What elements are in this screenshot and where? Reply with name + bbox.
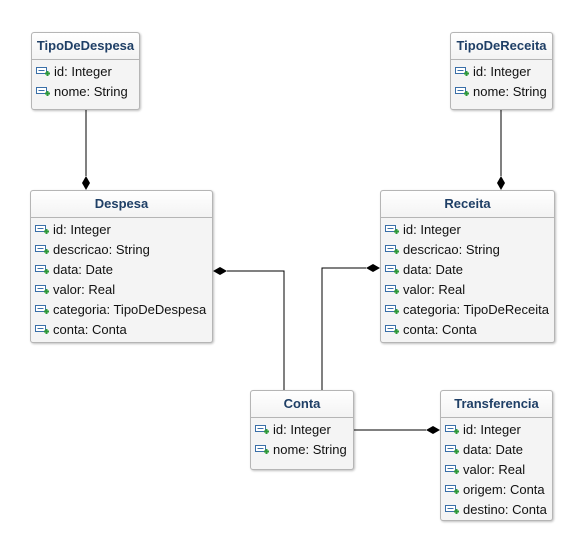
attribute-text: data: Date bbox=[403, 262, 463, 277]
attribute-list: id: Integer descricao: String data: Date va… bbox=[31, 218, 212, 340]
public-field-icon bbox=[445, 464, 459, 474]
attribute-text: valor: Real bbox=[463, 462, 526, 477]
attribute-row[interactable]: descricao: String bbox=[31, 240, 212, 260]
class-tipodereceita[interactable]: TipoDeReceita id: Integer nome: String bbox=[450, 32, 553, 110]
class-title: Conta bbox=[251, 391, 353, 418]
attribute-text: descricao: String bbox=[403, 242, 500, 257]
attribute-row[interactable]: origem: Conta bbox=[441, 480, 552, 500]
public-field-icon bbox=[385, 224, 399, 234]
attribute-row[interactable]: id: Integer bbox=[31, 220, 212, 240]
public-field-icon bbox=[35, 324, 49, 334]
composition-diamond-receita-top bbox=[497, 176, 505, 190]
attribute-row[interactable]: destino: Conta bbox=[441, 500, 552, 520]
attribute-row[interactable]: data: Date bbox=[381, 260, 554, 280]
attribute-text: categoria: TipoDeDespesa bbox=[53, 302, 207, 317]
attribute-text: nome: String bbox=[473, 84, 547, 99]
attribute-text: nome: String bbox=[273, 442, 347, 457]
public-field-icon bbox=[445, 424, 459, 434]
class-title: TipoDeReceita bbox=[451, 33, 552, 60]
attribute-text: data: Date bbox=[53, 262, 113, 277]
public-field-icon bbox=[36, 66, 50, 76]
public-field-icon bbox=[35, 264, 49, 274]
composition-diamond-despesa-top bbox=[82, 176, 90, 190]
attribute-text: id: Integer bbox=[54, 64, 112, 79]
attribute-row[interactable]: valor: Real bbox=[381, 280, 554, 300]
attribute-list: id: Integer data: Date valor: Real origem: … bbox=[441, 418, 552, 520]
attribute-row[interactable]: conta: Conta bbox=[381, 320, 554, 340]
public-field-icon bbox=[35, 224, 49, 234]
attribute-text: data: Date bbox=[463, 442, 523, 457]
attribute-text: conta: Conta bbox=[403, 322, 477, 337]
attribute-text: id: Integer bbox=[53, 222, 111, 237]
class-title: Receita bbox=[381, 191, 554, 218]
class-transferencia[interactable]: Transferencia id: Integer data: Date valor… bbox=[440, 390, 553, 521]
public-field-icon bbox=[455, 86, 469, 96]
attribute-text: conta: Conta bbox=[53, 322, 127, 337]
public-field-icon bbox=[36, 86, 50, 96]
attribute-text: nome: String bbox=[54, 84, 128, 99]
attribute-text: valor: Real bbox=[403, 282, 466, 297]
attribute-row[interactable]: nome: String bbox=[251, 440, 353, 460]
attribute-row[interactable]: nome: String bbox=[32, 82, 139, 102]
composition-diamond-transferencia bbox=[426, 426, 440, 434]
public-field-icon bbox=[35, 244, 49, 254]
attribute-row[interactable]: valor: Real bbox=[31, 280, 212, 300]
attribute-row[interactable]: id: Integer bbox=[451, 62, 552, 82]
public-field-icon bbox=[255, 424, 269, 434]
attribute-text: id: Integer bbox=[473, 64, 531, 79]
public-field-icon bbox=[445, 444, 459, 454]
attribute-text: destino: Conta bbox=[463, 502, 547, 517]
attribute-text: valor: Real bbox=[53, 282, 116, 297]
attribute-list: id: Integer nome: String bbox=[451, 60, 552, 102]
attribute-list: id: Integer nome: String bbox=[251, 418, 353, 460]
attribute-list: id: Integer descricao: String data: Date va… bbox=[381, 218, 554, 340]
attribute-row[interactable]: data: Date bbox=[31, 260, 212, 280]
attribute-row[interactable]: id: Integer bbox=[32, 62, 139, 82]
composition-diamond-despesa-side bbox=[213, 267, 227, 275]
attribute-row[interactable]: conta: Conta bbox=[31, 320, 212, 340]
attribute-row[interactable]: id: Integer bbox=[251, 420, 353, 440]
class-receita[interactable]: Receita id: Integer descricao: String data… bbox=[380, 190, 555, 343]
attribute-row[interactable]: categoria: TipoDeDespesa bbox=[31, 300, 212, 320]
attribute-row[interactable]: id: Integer bbox=[441, 420, 552, 440]
public-field-icon bbox=[385, 304, 399, 314]
class-title: Transferencia bbox=[441, 391, 552, 418]
connector-receita-conta bbox=[321, 267, 366, 390]
class-despesa[interactable]: Despesa id: Integer descricao: String data… bbox=[30, 190, 213, 343]
public-field-icon bbox=[255, 444, 269, 454]
class-conta[interactable]: Conta id: Integer nome: String bbox=[250, 390, 354, 470]
composition-diamond-receita-side bbox=[366, 264, 380, 272]
attribute-text: id: Integer bbox=[463, 422, 521, 437]
public-field-icon bbox=[385, 244, 399, 254]
attribute-row[interactable]: data: Date bbox=[441, 440, 552, 460]
attribute-text: categoria: TipoDeReceita bbox=[403, 302, 549, 317]
attribute-list: id: Integer nome: String bbox=[32, 60, 139, 102]
attribute-row[interactable]: nome: String bbox=[451, 82, 552, 102]
public-field-icon bbox=[455, 66, 469, 76]
public-field-icon bbox=[385, 324, 399, 334]
attribute-row[interactable]: valor: Real bbox=[441, 460, 552, 480]
attribute-text: origem: Conta bbox=[463, 482, 545, 497]
public-field-icon bbox=[35, 304, 49, 314]
attribute-row[interactable]: descricao: String bbox=[381, 240, 554, 260]
public-field-icon bbox=[445, 484, 459, 494]
connector-despesa-conta bbox=[227, 270, 285, 390]
public-field-icon bbox=[445, 504, 459, 514]
attribute-text: id: Integer bbox=[403, 222, 461, 237]
attribute-row[interactable]: categoria: TipoDeReceita bbox=[381, 300, 554, 320]
public-field-icon bbox=[385, 284, 399, 294]
public-field-icon bbox=[385, 264, 399, 274]
class-title: Despesa bbox=[31, 191, 212, 218]
class-title: TipoDeDespesa bbox=[32, 33, 139, 60]
attribute-text: descricao: String bbox=[53, 242, 150, 257]
class-tipodedespesa[interactable]: TipoDeDespesa id: Integer nome: String bbox=[31, 32, 140, 110]
attribute-row[interactable]: id: Integer bbox=[381, 220, 554, 240]
public-field-icon bbox=[35, 284, 49, 294]
attribute-text: id: Integer bbox=[273, 422, 331, 437]
